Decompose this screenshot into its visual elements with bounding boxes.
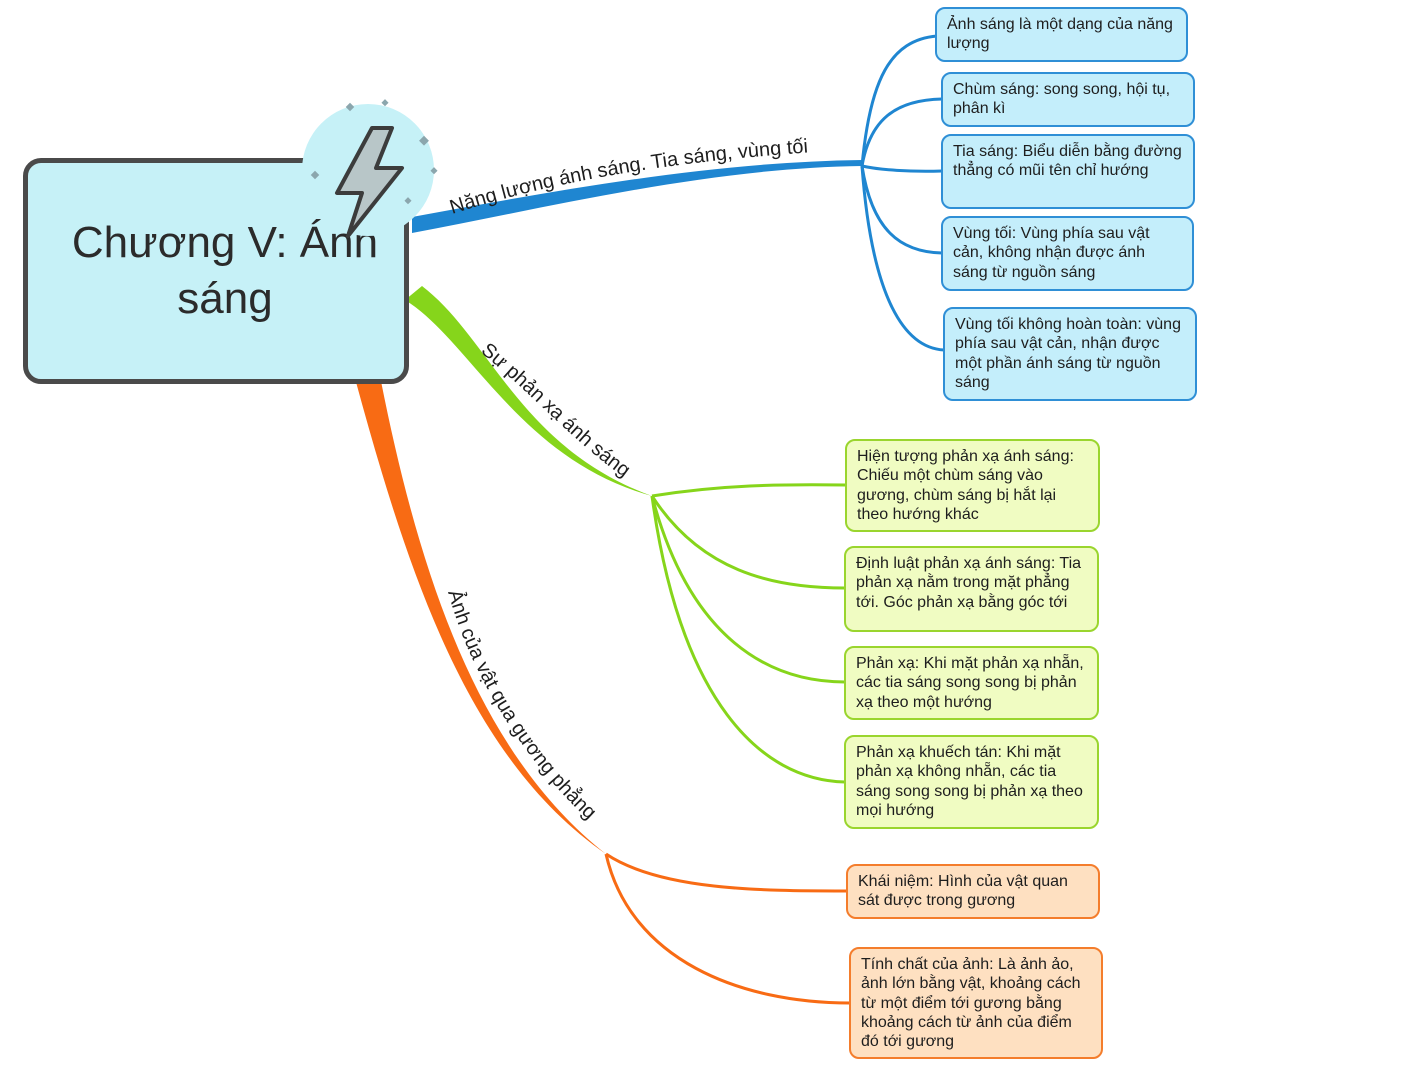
- branch-line-orange: [356, 376, 606, 854]
- lightning-bolt-icon: [302, 99, 438, 238]
- link-green-1: [651, 483, 847, 498]
- topic-blue-2[interactable]: Chùm sáng: song song, hội tụ, phân kì: [941, 72, 1195, 127]
- topic-green-2[interactable]: Định luật phản xạ ánh sáng: Tia phản xạ …: [844, 546, 1099, 632]
- topic-text: Hiện tượng phản xạ ánh sáng: Chiếu một c…: [857, 448, 1074, 523]
- topic-blue-3[interactable]: Tia sáng: Biểu diễn bằng đường thẳng có …: [941, 134, 1195, 209]
- link-blue-5: [860, 165, 945, 352]
- topic-text: Phản xạ khuếch tán: Khi mặt phản xạ khôn…: [856, 744, 1083, 819]
- topic-text: Vùng tối: Vùng phía sau vật cản, không n…: [953, 225, 1150, 281]
- link-orange-2: [604, 853, 851, 1005]
- topic-text: Định luật phản xạ ánh sáng: Tia phản xạ …: [856, 555, 1082, 611]
- branch-label-orange: Ảnh của vật qua gương phẳng: [443, 587, 600, 824]
- topic-blue-1[interactable]: Ảnh sáng là một dạng của năng lượng: [935, 7, 1188, 62]
- topic-text: Tính chất của ảnh: Là ảnh ảo, ảnh lớn bằ…: [861, 956, 1081, 1051]
- branch-label-green: Sự phản xạ ánh sáng: [477, 339, 634, 482]
- link-orange-1: [605, 852, 847, 893]
- topic-green-1[interactable]: Hiện tượng phản xạ ánh sáng: Chiếu một c…: [845, 439, 1100, 532]
- link-green-3: [650, 495, 846, 684]
- topic-text: Chùm sáng: song song, hội tụ, phân kì: [953, 81, 1171, 118]
- topic-green-4[interactable]: Phản xạ khuếch tán: Khi mặt phản xạ khôn…: [844, 735, 1099, 829]
- topic-blue-5[interactable]: Vùng tối không hoàn toàn: vùng phía sau …: [943, 307, 1197, 401]
- link-green-2: [650, 495, 846, 590]
- link-blue-2: [860, 97, 943, 167]
- branch-line-blue: [412, 160, 862, 233]
- link-blue-1: [860, 34, 938, 167]
- topic-orange-2[interactable]: Tính chất của ảnh: Là ảnh ảo, ảnh lớn bằ…: [849, 947, 1103, 1059]
- link-blue-3: [861, 164, 943, 173]
- topic-text: Khái niệm: Hình của vật quan sát được tr…: [858, 873, 1068, 910]
- link-green-4: [650, 495, 846, 784]
- topic-text: Tia sáng: Biểu diễn bằng đường thẳng có …: [953, 143, 1182, 180]
- topic-text: Vùng tối không hoàn toàn: vùng phía sau …: [955, 316, 1181, 391]
- topic-text: Ảnh sáng là một dạng của năng lượng: [947, 16, 1173, 53]
- topic-orange-1[interactable]: Khái niệm: Hình của vật quan sát được tr…: [846, 864, 1100, 919]
- topic-blue-4[interactable]: Vùng tối: Vùng phía sau vật cản, không n…: [941, 216, 1194, 291]
- topic-text: Phản xạ: Khi mặt phản xạ nhẵn, các tia s…: [856, 655, 1084, 711]
- central-topic-title: Chương V: Ánh sáng: [71, 218, 379, 323]
- branch-line-green: [405, 286, 652, 496]
- topic-green-3[interactable]: Phản xạ: Khi mặt phản xạ nhẵn, các tia s…: [844, 646, 1099, 720]
- link-blue-4: [860, 165, 943, 255]
